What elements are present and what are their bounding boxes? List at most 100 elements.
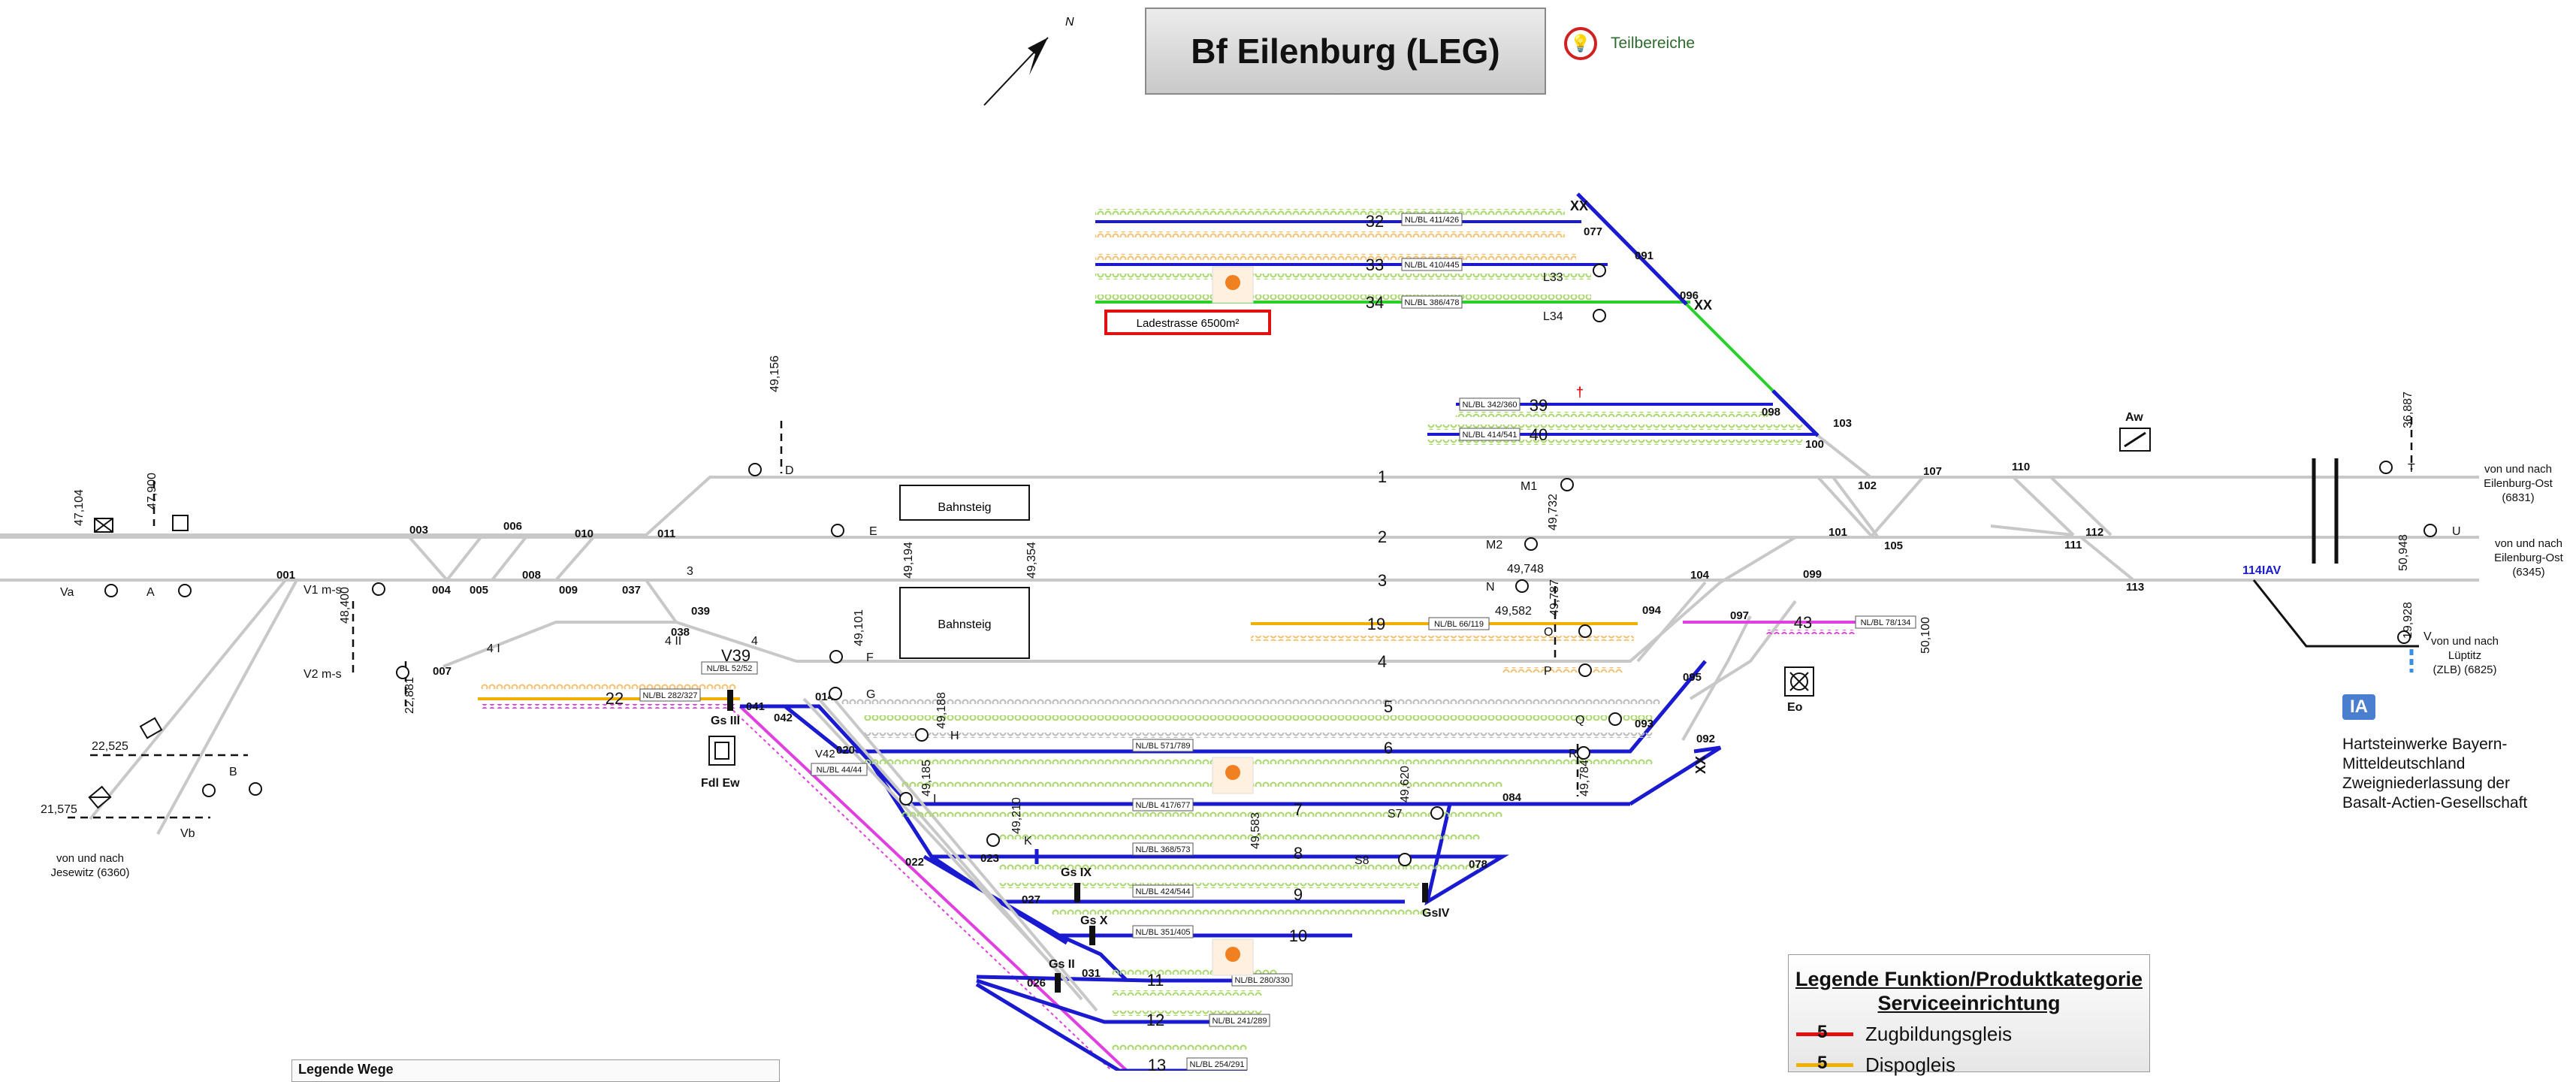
destination-line: von und nach [2484, 463, 2552, 476]
svg-text:XX: XX [1694, 298, 1712, 313]
svg-text:100: 100 [1805, 438, 1824, 451]
svg-text:P: P [1544, 665, 1552, 678]
ladestrasse-label: Ladestrasse 6500m² [1137, 317, 1240, 330]
svg-text:NL/BL 386/478: NL/BL 386/478 [1405, 298, 1460, 307]
svg-text:Fdl Ew: Fdl Ew [701, 777, 740, 790]
destination-line: von und nach [2431, 635, 2499, 648]
svg-text:49,748: 49,748 [1507, 563, 1544, 576]
svg-text:4: 4 [1378, 652, 1387, 671]
svg-text:020: 020 [836, 744, 855, 757]
bridge-marks [2312, 458, 2339, 564]
svg-text:12: 12 [1146, 1011, 1164, 1029]
svg-text:NL/BL 44/44: NL/BL 44/44 [817, 766, 862, 775]
svg-text:1: 1 [1378, 467, 1387, 486]
svg-text:112: 112 [2085, 526, 2103, 539]
teilbereiche-link[interactable]: 💡 Teilbereiche [1564, 27, 1695, 60]
svg-text:4 I: 4 I [487, 642, 500, 655]
svg-text:NL/BL 280/330: NL/BL 280/330 [1235, 976, 1290, 985]
svg-text:105: 105 [1884, 539, 1903, 552]
svg-text:49,354: 49,354 [1025, 542, 1038, 579]
svg-text:U: U [2452, 525, 2461, 538]
svg-text:NL/BL 342/360: NL/BL 342/360 [1463, 400, 1518, 410]
svg-text:101: 101 [1829, 526, 1847, 539]
svg-text:V42: V42 [815, 748, 835, 760]
destination-line: Eilenburg-Ost [2484, 477, 2553, 490]
svg-text:50,948: 50,948 [2397, 534, 2410, 571]
svg-text:49,784: 49,784 [1578, 760, 1591, 796]
svg-text:F: F [866, 651, 874, 664]
svg-text:031: 031 [1082, 967, 1101, 980]
svg-text:NL/BL 52/52: NL/BL 52/52 [707, 664, 753, 673]
switch-numbers: 001 003 004 005 006 007 008 009 010 011 … [276, 225, 2144, 990]
svg-text:4: 4 [751, 635, 758, 648]
platform-1 [899, 485, 1030, 521]
legend-title: Legende Funktion/Produktkategorie Servic… [1795, 968, 2143, 1014]
svg-text:N: N [1486, 581, 1495, 594]
svg-text:49,185: 49,185 [920, 760, 933, 796]
svg-text:5: 5 [1384, 697, 1393, 716]
svg-text:D: D [785, 464, 794, 477]
svg-text:V2 m-s: V2 m-s [304, 668, 342, 681]
svg-text:49,583: 49,583 [1249, 812, 1262, 849]
svg-text:095: 095 [1683, 671, 1702, 684]
company-line: Zweigniederlassung der [2342, 775, 2510, 792]
signal-symbols [104, 264, 2437, 866]
svg-text:003: 003 [409, 524, 428, 536]
svg-text:R: R [1569, 748, 1578, 760]
svg-text:10: 10 [1289, 926, 1307, 945]
svg-text:19,928: 19,928 [2402, 602, 2414, 639]
svg-text:NL/BL 411/426: NL/BL 411/426 [1405, 216, 1459, 225]
svg-text:001: 001 [276, 569, 295, 582]
svg-text:097: 097 [1730, 609, 1749, 622]
destination-line: Eilenburg-Ost [2494, 552, 2564, 564]
svg-text:Aw: Aw [2125, 411, 2143, 424]
svg-text:Eo: Eo [1787, 701, 1803, 714]
svg-text:21,575: 21,575 [41, 803, 77, 816]
svg-text:XX: XX [1693, 756, 1708, 774]
svg-text:L34: L34 [1543, 310, 1563, 323]
svg-text:4 II: 4 II [665, 635, 681, 648]
svg-text:NL/BL 66/119: NL/BL 66/119 [1434, 620, 1484, 629]
legend-item-dispo: 5 Dispogleis [1796, 1053, 2149, 1077]
svg-text:43: 43 [1794, 613, 1812, 632]
svg-text:S8: S8 [1354, 854, 1370, 867]
legend-swatch: 5 [1796, 1053, 1853, 1073]
gs-labels: Gs III Gs IX Gs X Gs II GsIV Fdl Ew Aw E… [701, 411, 2143, 971]
svg-text:007: 007 [433, 665, 451, 678]
svg-text:026: 026 [1027, 977, 1046, 990]
track-22-pink [478, 684, 1128, 1071]
svg-text:Q: Q [1575, 714, 1584, 727]
svg-text:Bahnsteig: Bahnsteig [938, 618, 991, 631]
destination-line: (6831) [2502, 491, 2534, 504]
track-19-43 [1251, 621, 1856, 672]
legend-swatch: 5 [1796, 1022, 1853, 1042]
svg-text:078: 078 [1469, 858, 1487, 871]
svg-text:093: 093 [1635, 718, 1653, 730]
svg-text:T: T [2408, 462, 2415, 475]
legend-wege-box: Legende Wege [291, 1059, 780, 1082]
svg-text:037: 037 [622, 584, 641, 597]
svg-text:Gs II: Gs II [1049, 958, 1075, 971]
svg-text:40: 40 [1530, 425, 1548, 444]
svg-text:22,881: 22,881 [403, 677, 416, 714]
svg-text:GsIV: GsIV [1422, 907, 1450, 920]
svg-text:34: 34 [1366, 293, 1384, 312]
svg-text:47,104: 47,104 [73, 489, 86, 526]
svg-text:094: 094 [1642, 604, 1662, 617]
svg-text:098: 098 [1762, 406, 1780, 419]
svg-text:49,156: 49,156 [769, 355, 781, 392]
fdl-icon [708, 736, 735, 766]
svg-text:K: K [1024, 835, 1032, 848]
svg-text:103: 103 [1833, 417, 1852, 430]
ladestrasse-box [1104, 310, 1271, 335]
svg-text:091: 091 [1635, 249, 1653, 262]
svg-text:B: B [229, 766, 237, 778]
svg-text:006: 006 [503, 520, 522, 533]
svg-text:104: 104 [1690, 569, 1710, 582]
svg-text:22,525: 22,525 [92, 740, 128, 753]
svg-text:107: 107 [1923, 465, 1942, 478]
